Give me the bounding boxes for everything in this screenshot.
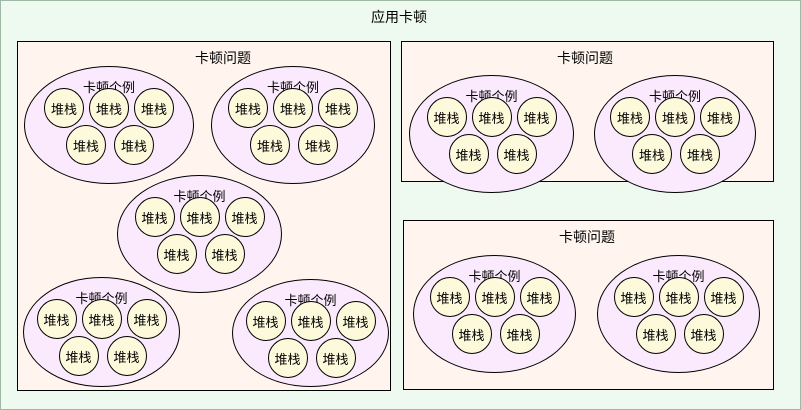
problem-group: 卡顿问题卡顿个例堆栈堆栈堆栈堆栈堆栈卡顿个例堆栈堆栈堆栈堆栈堆栈卡顿个例堆栈堆栈… xyxy=(17,41,391,391)
stack-node: 堆栈 xyxy=(228,88,268,128)
stack-node: 堆栈 xyxy=(134,88,174,128)
stack-node: 堆栈 xyxy=(680,134,720,174)
stack-node: 堆栈 xyxy=(471,97,512,137)
stack-node: 堆栈 xyxy=(273,88,313,128)
instance-group: 卡顿个例堆栈堆栈堆栈堆栈堆栈 xyxy=(413,255,576,373)
stack-node: 堆栈 xyxy=(204,234,245,274)
stack-node: 堆栈 xyxy=(89,88,129,128)
stack-node: 堆栈 xyxy=(290,301,331,341)
stack-node: 堆栈 xyxy=(516,97,557,137)
stack-node: 堆栈 xyxy=(36,299,77,339)
stack-node: 堆栈 xyxy=(448,134,489,174)
stack-node: 堆栈 xyxy=(635,314,676,354)
stack-node: 堆栈 xyxy=(499,314,540,354)
problem-group: 卡顿问题卡顿个例堆栈堆栈堆栈堆栈堆栈卡顿个例堆栈堆栈堆栈堆栈堆栈 xyxy=(401,41,774,193)
stack-node: 堆栈 xyxy=(81,299,122,339)
stack-node: 堆栈 xyxy=(318,88,358,128)
stack-node: 堆栈 xyxy=(134,197,175,237)
stack-node: 堆栈 xyxy=(224,197,265,237)
stack-node: 堆栈 xyxy=(315,338,356,378)
stack-node: 堆栈 xyxy=(613,277,654,317)
stack-node: 堆栈 xyxy=(610,97,650,137)
instance-group: 卡顿个例堆栈堆栈堆栈堆栈堆栈 xyxy=(211,66,375,184)
instance-group: 卡顿个例堆栈堆栈堆栈堆栈堆栈 xyxy=(232,279,389,387)
stack-node: 堆栈 xyxy=(44,88,84,128)
stack-node: 堆栈 xyxy=(496,134,537,174)
stack-node: 堆栈 xyxy=(179,197,220,237)
app-title: 应用卡顿 xyxy=(371,10,427,26)
stack-node: 堆栈 xyxy=(335,301,376,341)
problem-title: 卡顿问题 xyxy=(557,51,613,67)
stack-node: 堆栈 xyxy=(474,277,515,317)
stack-node: 堆栈 xyxy=(126,299,167,339)
stack-node: 堆栈 xyxy=(114,125,154,165)
stack-node: 堆栈 xyxy=(156,234,197,274)
stack-node: 堆栈 xyxy=(658,277,699,317)
instance-group: 卡顿个例堆栈堆栈堆栈堆栈堆栈 xyxy=(23,277,180,387)
problem-group: 卡顿问题卡顿个例堆栈堆栈堆栈堆栈堆栈卡顿个例堆栈堆栈堆栈堆栈堆栈 xyxy=(403,220,774,390)
stack-node: 堆栈 xyxy=(703,277,744,317)
stack-node: 堆栈 xyxy=(683,314,724,354)
instance-group: 卡顿个例堆栈堆栈堆栈堆栈堆栈 xyxy=(117,175,282,293)
stack-node: 堆栈 xyxy=(429,277,470,317)
stack-node: 堆栈 xyxy=(106,336,147,376)
instance-group: 卡顿个例堆栈堆栈堆栈堆栈堆栈 xyxy=(409,75,574,193)
stack-node: 堆栈 xyxy=(655,97,695,137)
instance-group: 卡顿个例堆栈堆栈堆栈堆栈堆栈 xyxy=(594,75,756,193)
stack-node: 堆栈 xyxy=(250,125,290,165)
stack-node: 堆栈 xyxy=(298,125,338,165)
stack-node: 堆栈 xyxy=(700,97,740,137)
stack-node: 堆栈 xyxy=(451,314,492,354)
stack-node: 堆栈 xyxy=(66,125,106,165)
instance-group: 卡顿个例堆栈堆栈堆栈堆栈堆栈 xyxy=(24,66,194,184)
stack-node: 堆栈 xyxy=(632,134,672,174)
stack-node: 堆栈 xyxy=(519,277,560,317)
stack-node: 堆栈 xyxy=(267,338,308,378)
instance-group: 卡顿个例堆栈堆栈堆栈堆栈堆栈 xyxy=(597,255,760,373)
stack-node: 堆栈 xyxy=(245,301,286,341)
stack-node: 堆栈 xyxy=(426,97,467,137)
problem-title: 卡顿问题 xyxy=(195,51,251,67)
problem-title: 卡顿问题 xyxy=(559,230,615,246)
stack-node: 堆栈 xyxy=(58,336,99,376)
